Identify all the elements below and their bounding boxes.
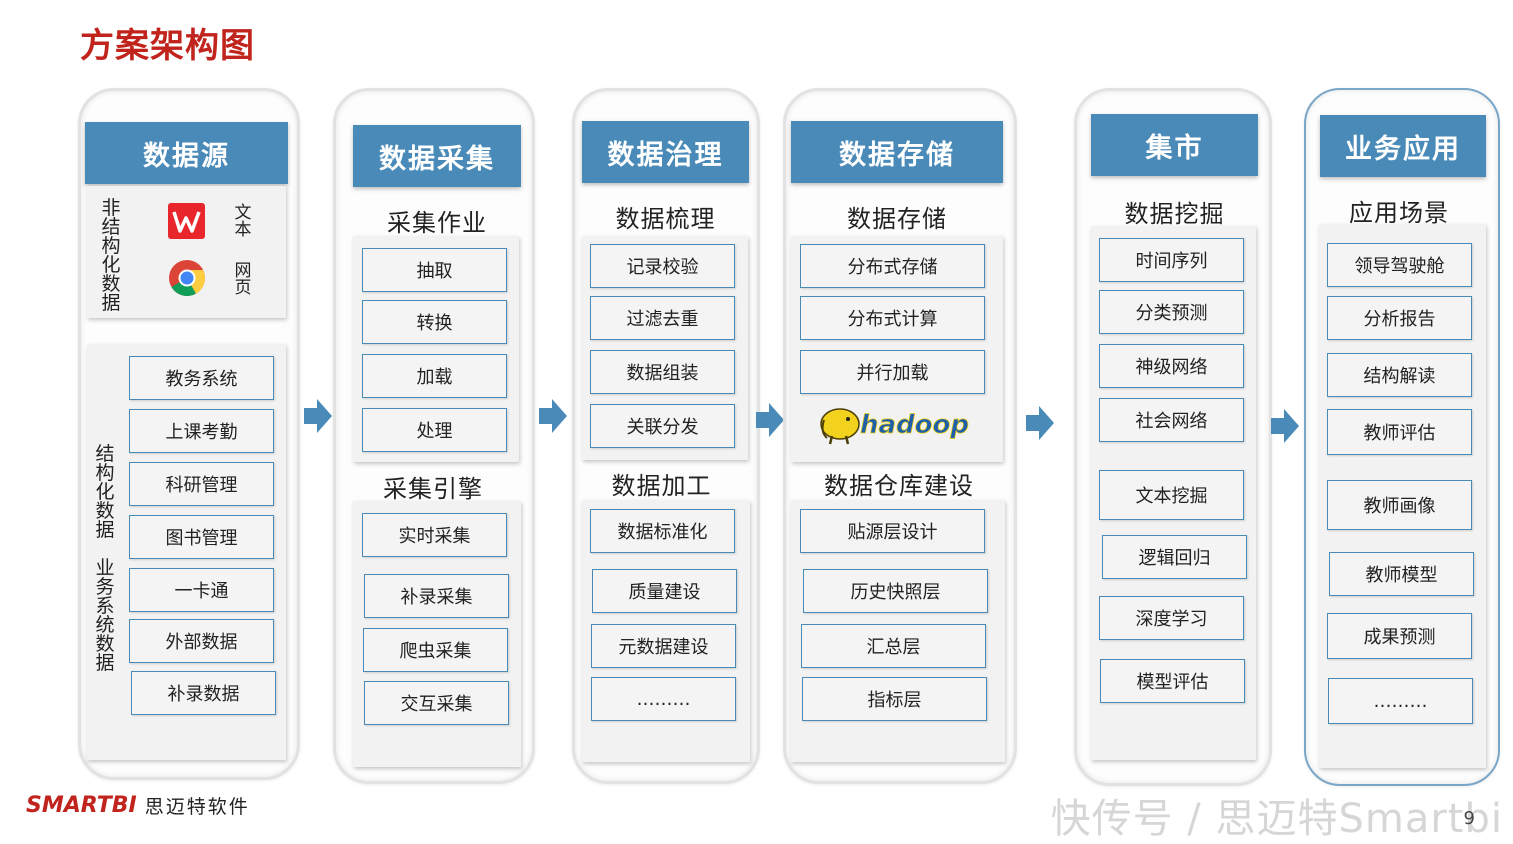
- item-load: 加载: [362, 354, 507, 398]
- hadoop-wordmark: hadoop: [860, 410, 969, 440]
- chrome-icon: [168, 259, 206, 297]
- item-crawler-collection: 爬虫采集: [363, 628, 508, 672]
- item-more: ………: [591, 677, 736, 721]
- item-distributed-compute: 分布式计算: [800, 296, 985, 340]
- header-data-governance: 数据治理: [582, 121, 749, 183]
- item-process: 处理: [362, 408, 507, 452]
- item-indicator-layer: 指标层: [802, 677, 987, 721]
- item-more: ………: [1328, 678, 1473, 724]
- header-data-source: 数据源: [85, 122, 288, 184]
- item-leadership-cockpit: 领导驾驶舱: [1327, 243, 1472, 287]
- item-summary-layer: 汇总层: [801, 624, 986, 668]
- header-mart: 集市: [1091, 114, 1258, 176]
- text-label: 文本: [234, 203, 252, 240]
- item-model-evaluation: 模型评估: [1100, 659, 1245, 703]
- item-transform: 转换: [362, 300, 507, 344]
- item-metadata-construction: 元数据建设: [591, 624, 736, 668]
- item-structure-interpretation: 结构解读: [1327, 353, 1472, 397]
- section-title-application-scenarios: 应用场景: [1349, 199, 1449, 227]
- item-dedup-filter: 过滤去重: [590, 296, 735, 340]
- item-text-mining: 文本挖掘: [1099, 470, 1244, 520]
- item-record-check: 记录校验: [590, 244, 735, 288]
- section-title-collection-jobs: 采集作业: [387, 209, 487, 237]
- item-campus-card: 一卡通: [129, 568, 274, 612]
- item-classification-prediction: 分类预测: [1099, 290, 1244, 334]
- page-number: 9: [1463, 808, 1475, 829]
- brand-logo: SMARTBI 思迈特软件: [26, 792, 250, 819]
- item-data-assembly: 数据组装: [590, 350, 735, 394]
- item-teacher-evaluation: 教师评估: [1327, 409, 1472, 455]
- item-logistic-regression: 逻辑回归: [1102, 535, 1247, 579]
- page-title: 方案架构图: [80, 26, 255, 66]
- section-title-data-sorting: 数据梳理: [615, 205, 716, 233]
- item-data-standardization: 数据标准化: [590, 509, 735, 553]
- section-title-data-storage: 数据存储: [847, 205, 947, 233]
- item-time-series: 时间序列: [1099, 238, 1244, 282]
- item-academic-system: 教务系统: [129, 356, 274, 400]
- brand-cn: 思迈特软件: [144, 796, 250, 818]
- webpage-label: 网页: [234, 261, 252, 298]
- flow-arrow-icon: [1026, 406, 1054, 440]
- item-parallel-load: 并行加载: [800, 350, 985, 394]
- item-deep-learning: 深度学习: [1099, 596, 1244, 640]
- header-data-storage: 数据存储: [791, 121, 1003, 183]
- item-neural-network: 神级网络: [1099, 344, 1244, 388]
- item-teacher-model: 教师模型: [1329, 552, 1474, 596]
- section-title-data-warehouse: 数据仓库建设: [824, 472, 974, 500]
- item-supplement-data: 补录数据: [131, 671, 276, 715]
- item-analysis-report: 分析报告: [1327, 296, 1472, 340]
- header-business-application: 业务应用: [1320, 115, 1486, 177]
- wps-icon: [168, 203, 205, 239]
- item-teacher-profile: 教师画像: [1327, 480, 1472, 530]
- item-external-data: 外部数据: [129, 619, 274, 663]
- section-title-data-processing: 数据加工: [611, 472, 712, 500]
- item-snapshot-layer: 历史快照层: [803, 569, 988, 613]
- structured-label: 结构化数据: [95, 443, 115, 541]
- item-quality-construction: 质量建设: [592, 569, 737, 613]
- business-system-label: 业务系统数据: [95, 557, 115, 674]
- item-research-management: 科研管理: [129, 462, 274, 506]
- watermark: 快传号 / 思迈特Smartbi: [1050, 796, 1503, 842]
- flow-arrow-icon: [539, 399, 567, 433]
- item-social-network: 社会网络: [1099, 398, 1244, 442]
- item-attendance: 上课考勤: [129, 409, 274, 453]
- item-extract: 抽取: [362, 248, 507, 292]
- brand-name: SMARTBI: [26, 793, 137, 818]
- unstructured-label: 非结构化数据: [101, 197, 121, 314]
- flow-arrow-icon: [304, 399, 332, 433]
- item-interactive-collection: 交互采集: [364, 681, 509, 725]
- item-realtime-collection: 实时采集: [362, 513, 507, 557]
- item-association-dispatch: 关联分发: [590, 404, 735, 448]
- section-title-data-mining: 数据挖掘: [1124, 200, 1225, 228]
- flow-arrow-icon: [1271, 409, 1299, 443]
- flow-arrow-icon: [756, 403, 784, 437]
- hadoop-logo: hadoop: [818, 402, 980, 446]
- item-supplement-collection: 补录采集: [364, 574, 509, 618]
- item-source-layer: 贴源层设计: [800, 509, 985, 553]
- item-distributed-storage: 分布式存储: [800, 244, 985, 288]
- item-outcome-prediction: 成果预测: [1327, 613, 1472, 659]
- header-data-collection: 数据采集: [353, 125, 521, 187]
- section-title-collection-engine: 采集引擎: [383, 475, 483, 503]
- item-library-management: 图书管理: [129, 515, 274, 559]
